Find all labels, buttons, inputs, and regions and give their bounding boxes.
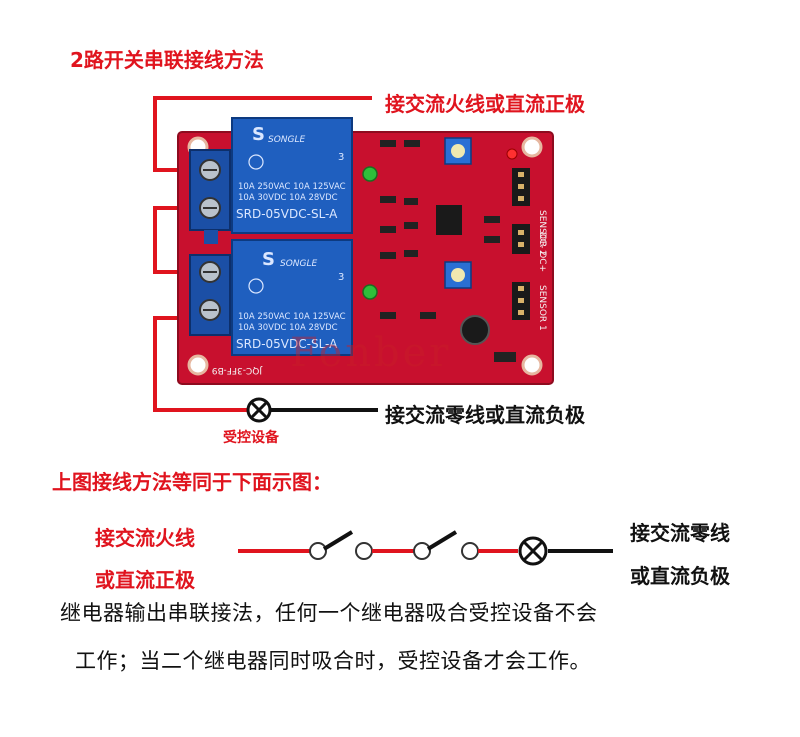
svg-text:3: 3 — [338, 152, 344, 163]
capacitor — [460, 315, 490, 345]
svg-text:S: S — [252, 124, 265, 145]
neutral-label-line2: 或直流负极 — [630, 564, 730, 588]
svg-text:SRD-05VDC-SL-A: SRD-05VDC-SL-A — [236, 207, 338, 221]
load-label: 受控设备 — [223, 430, 279, 446]
description-line-1: 继电器输出串联接法，任何一个继电器吸合受控设备不会 — [60, 601, 598, 625]
switch-2-icon — [413, 530, 479, 560]
watermark-text: Fenber — [290, 330, 452, 376]
potentiometer-1 — [444, 137, 472, 165]
power-led — [506, 148, 518, 160]
led-2 — [362, 284, 378, 300]
svg-text:10A 250VAC 10A 125VAC: 10A 250VAC 10A 125VAC — [238, 312, 346, 322]
equivalent-caption: 上图接线方法等同于下面示图： — [52, 470, 332, 494]
schematic-load-lamp-icon — [518, 536, 548, 566]
page-title: 2路开关串联接线方法 — [70, 48, 264, 72]
neutral-label-line1: 接交流零线 — [630, 521, 730, 545]
svg-text:10A 30VDC 10A 28VDC: 10A 30VDC 10A 28VDC — [238, 193, 338, 203]
relay-board: S SONGLE 3 10A 250VAC 10A 125VAC 10A 30V… — [177, 117, 554, 385]
load-lamp-icon — [246, 397, 272, 423]
neutral-label-top: 接交流零线或直流负极 — [385, 403, 585, 427]
svg-text:SONGLE: SONGLE — [268, 135, 306, 145]
power-header — [512, 224, 530, 254]
svg-text:S: S — [262, 249, 275, 270]
svg-text:SRD-05VDC-SL-A: SRD-05VDC-SL-A — [236, 337, 338, 351]
potentiometer-2 — [444, 261, 472, 289]
svg-text:SONGLE: SONGLE — [280, 259, 318, 269]
relay-1: S SONGLE 3 10A 250VAC 10A 125VAC 10A 30V… — [231, 117, 353, 234]
svg-text:SENSOR 2: SENSOR 2 — [537, 210, 547, 256]
live-label-line2: 或直流正极 — [95, 568, 195, 592]
sensor-header-1 — [512, 282, 530, 320]
svg-text:SENSOR 1: SENSOR 1 — [537, 285, 547, 331]
live-label-top: 接交流火线或直流正极 — [385, 92, 585, 116]
terminal-block-1 — [189, 149, 231, 244]
ic-chip — [436, 205, 462, 235]
led-1 — [362, 166, 378, 182]
sensor-header-2 — [512, 168, 530, 206]
terminal-block-2 — [189, 254, 231, 336]
description-line-2: 工作；当二个继电器同时吸合时，受控设备才会工作。 — [75, 649, 591, 673]
svg-text:DC- DC+: DC- DC+ — [537, 232, 547, 272]
smd-components — [380, 140, 516, 362]
svg-text:JQC-3FF-B9: JQC-3FF-B9 — [212, 365, 263, 375]
relay-2: S SONGLE 3 10A 250VAC 10A 125VAC 10A 30V… — [231, 239, 353, 356]
live-label-line1: 接交流火线 — [95, 526, 195, 550]
svg-text:3: 3 — [338, 272, 344, 283]
svg-text:10A 250VAC 10A 125VAC: 10A 250VAC 10A 125VAC — [238, 182, 346, 192]
svg-text:10A 30VDC 10A 28VDC: 10A 30VDC 10A 28VDC — [238, 323, 338, 333]
switch-1-icon — [309, 530, 373, 560]
